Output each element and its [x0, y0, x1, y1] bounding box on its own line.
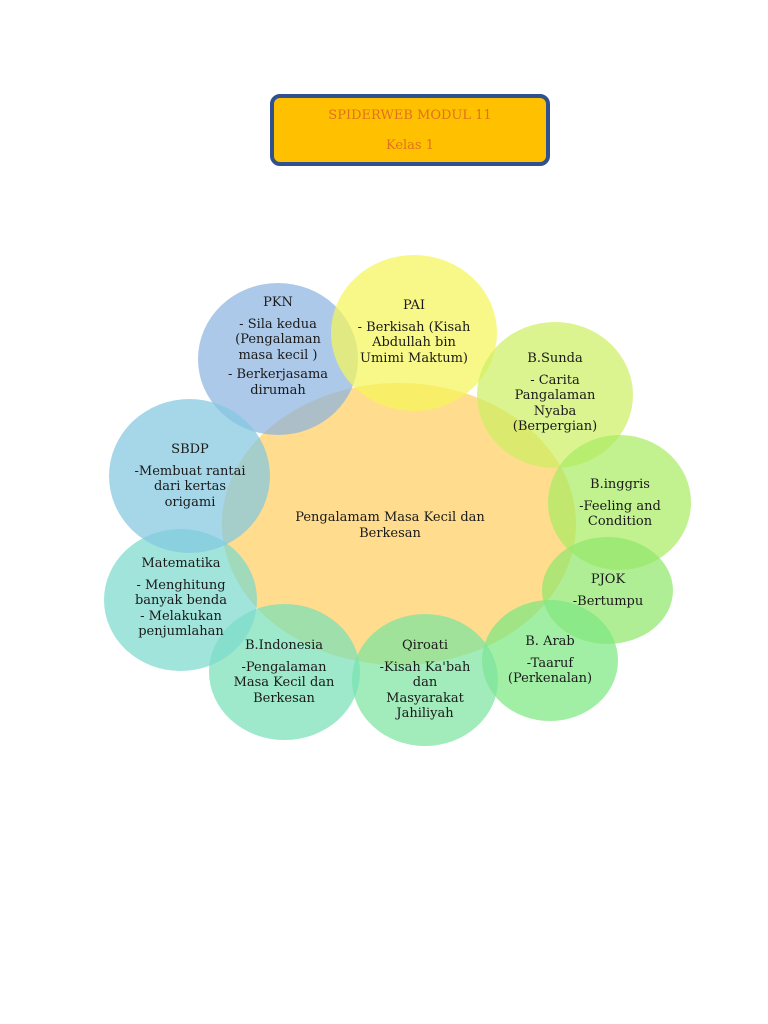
- bsunda-line: (Berpergian): [512, 419, 598, 434]
- pkn-line: dirumah: [250, 382, 306, 398]
- bindonesia-line: -Pengalaman: [241, 659, 327, 675]
- sbdp-title: SBDP: [171, 442, 209, 457]
- qiroati-title: Qiroati: [402, 638, 448, 653]
- qiroati-line: -Kisah Ka'bah: [379, 659, 471, 675]
- binggris-line: -Feeling and: [579, 498, 661, 514]
- pai-line: Abdullah bin: [372, 335, 456, 350]
- barab-line: (Perkenalan): [507, 671, 593, 686]
- barab-title: B. Arab: [525, 634, 575, 649]
- bubble-matematika: [104, 529, 257, 671]
- center-label: Pengalamam Masa Kecil dan Berkesan: [280, 510, 500, 542]
- pkn-line: masa kecil ): [238, 347, 318, 363]
- pai-line: - Berkisah (Kisah: [357, 319, 471, 335]
- sbdp-line: dari kertas: [153, 479, 226, 494]
- diagram-subtitle: Kelas 1: [385, 138, 435, 153]
- bindonesia-line: Berkesan: [253, 690, 315, 706]
- matematika-line: penjumlahan: [138, 624, 224, 639]
- pai-line: Umimi Maktum): [360, 350, 468, 366]
- pkn-text: PKN - Sila kedua (Pengalaman masa kecil …: [218, 295, 338, 398]
- binggris-title: B.inggris: [590, 477, 650, 492]
- diagram-title: SPIDERWEB MODUL 11: [328, 108, 492, 123]
- pjok-line: -Bertumpu: [572, 593, 644, 609]
- bsunda-title: B.Sunda: [527, 351, 583, 366]
- sbdp-text: SBDP -Membuat rantai dari kertas origami: [128, 442, 252, 510]
- qiroati-line: Masyarakat: [386, 690, 464, 706]
- bsunda-line: - Carita: [530, 372, 580, 388]
- pkn-line: - Sila kedua: [239, 316, 317, 332]
- pai-text: PAI - Berkisah (Kisah Abdullah bin Umimi…: [349, 298, 479, 366]
- pkn-line: - Berkerjasama: [227, 367, 329, 382]
- qiroati-text: Qiroati -Kisah Ka'bah dan Masyarakat Jah…: [365, 638, 485, 722]
- matematika-line: - Melakukan: [140, 608, 222, 624]
- bubble-pai: [331, 255, 497, 411]
- binggris-text: B.inggris -Feeling and Condition: [561, 477, 679, 530]
- qiroati-line: dan: [412, 675, 438, 690]
- matematika-text: Matematika - Menghitung banyak benda - M…: [120, 556, 242, 640]
- bsunda-line: Pangalaman: [514, 388, 596, 403]
- center-label-line1: Pengalamam Masa Kecil dan: [295, 510, 485, 525]
- bubble-sbdp: [109, 399, 270, 553]
- bsunda-line: Nyaba: [533, 403, 577, 419]
- binggris-line: Condition: [587, 514, 653, 529]
- pjok-title: PJOK: [590, 572, 626, 587]
- barab-text: B. Arab -Taaruf (Perkenalan): [492, 634, 608, 687]
- sbdp-line: origami: [164, 494, 216, 510]
- bindonesia-text: B.Indonesia -Pengalaman Masa Kecil dan B…: [224, 638, 344, 706]
- barab-line: -Taaruf: [526, 655, 574, 671]
- bubble-qiroati: [352, 614, 498, 746]
- pkn-line: (Pengalaman: [235, 332, 321, 347]
- bubble-barab: [482, 600, 618, 721]
- center-label-line2: Berkesan: [359, 526, 421, 541]
- pai-title: PAI: [402, 298, 426, 313]
- pjok-text: PJOK -Bertumpu: [552, 572, 664, 609]
- qiroati-line: Jahiliyah: [396, 706, 454, 721]
- title-box: SPIDERWEB MODUL 11 Kelas 1: [270, 94, 550, 166]
- bindonesia-line: Masa Kecil dan: [233, 675, 335, 690]
- sbdp-line: -Membuat rantai: [134, 463, 246, 479]
- pkn-title: PKN: [263, 295, 293, 310]
- bsunda-text: B.Sunda - Carita Pangalaman Nyaba (Berpe…: [495, 351, 615, 435]
- matematika-line: banyak benda: [134, 593, 227, 608]
- bindonesia-title: B.Indonesia: [245, 638, 323, 653]
- matematika-title: Matematika: [141, 556, 221, 571]
- matematika-line: - Menghitung: [136, 577, 226, 593]
